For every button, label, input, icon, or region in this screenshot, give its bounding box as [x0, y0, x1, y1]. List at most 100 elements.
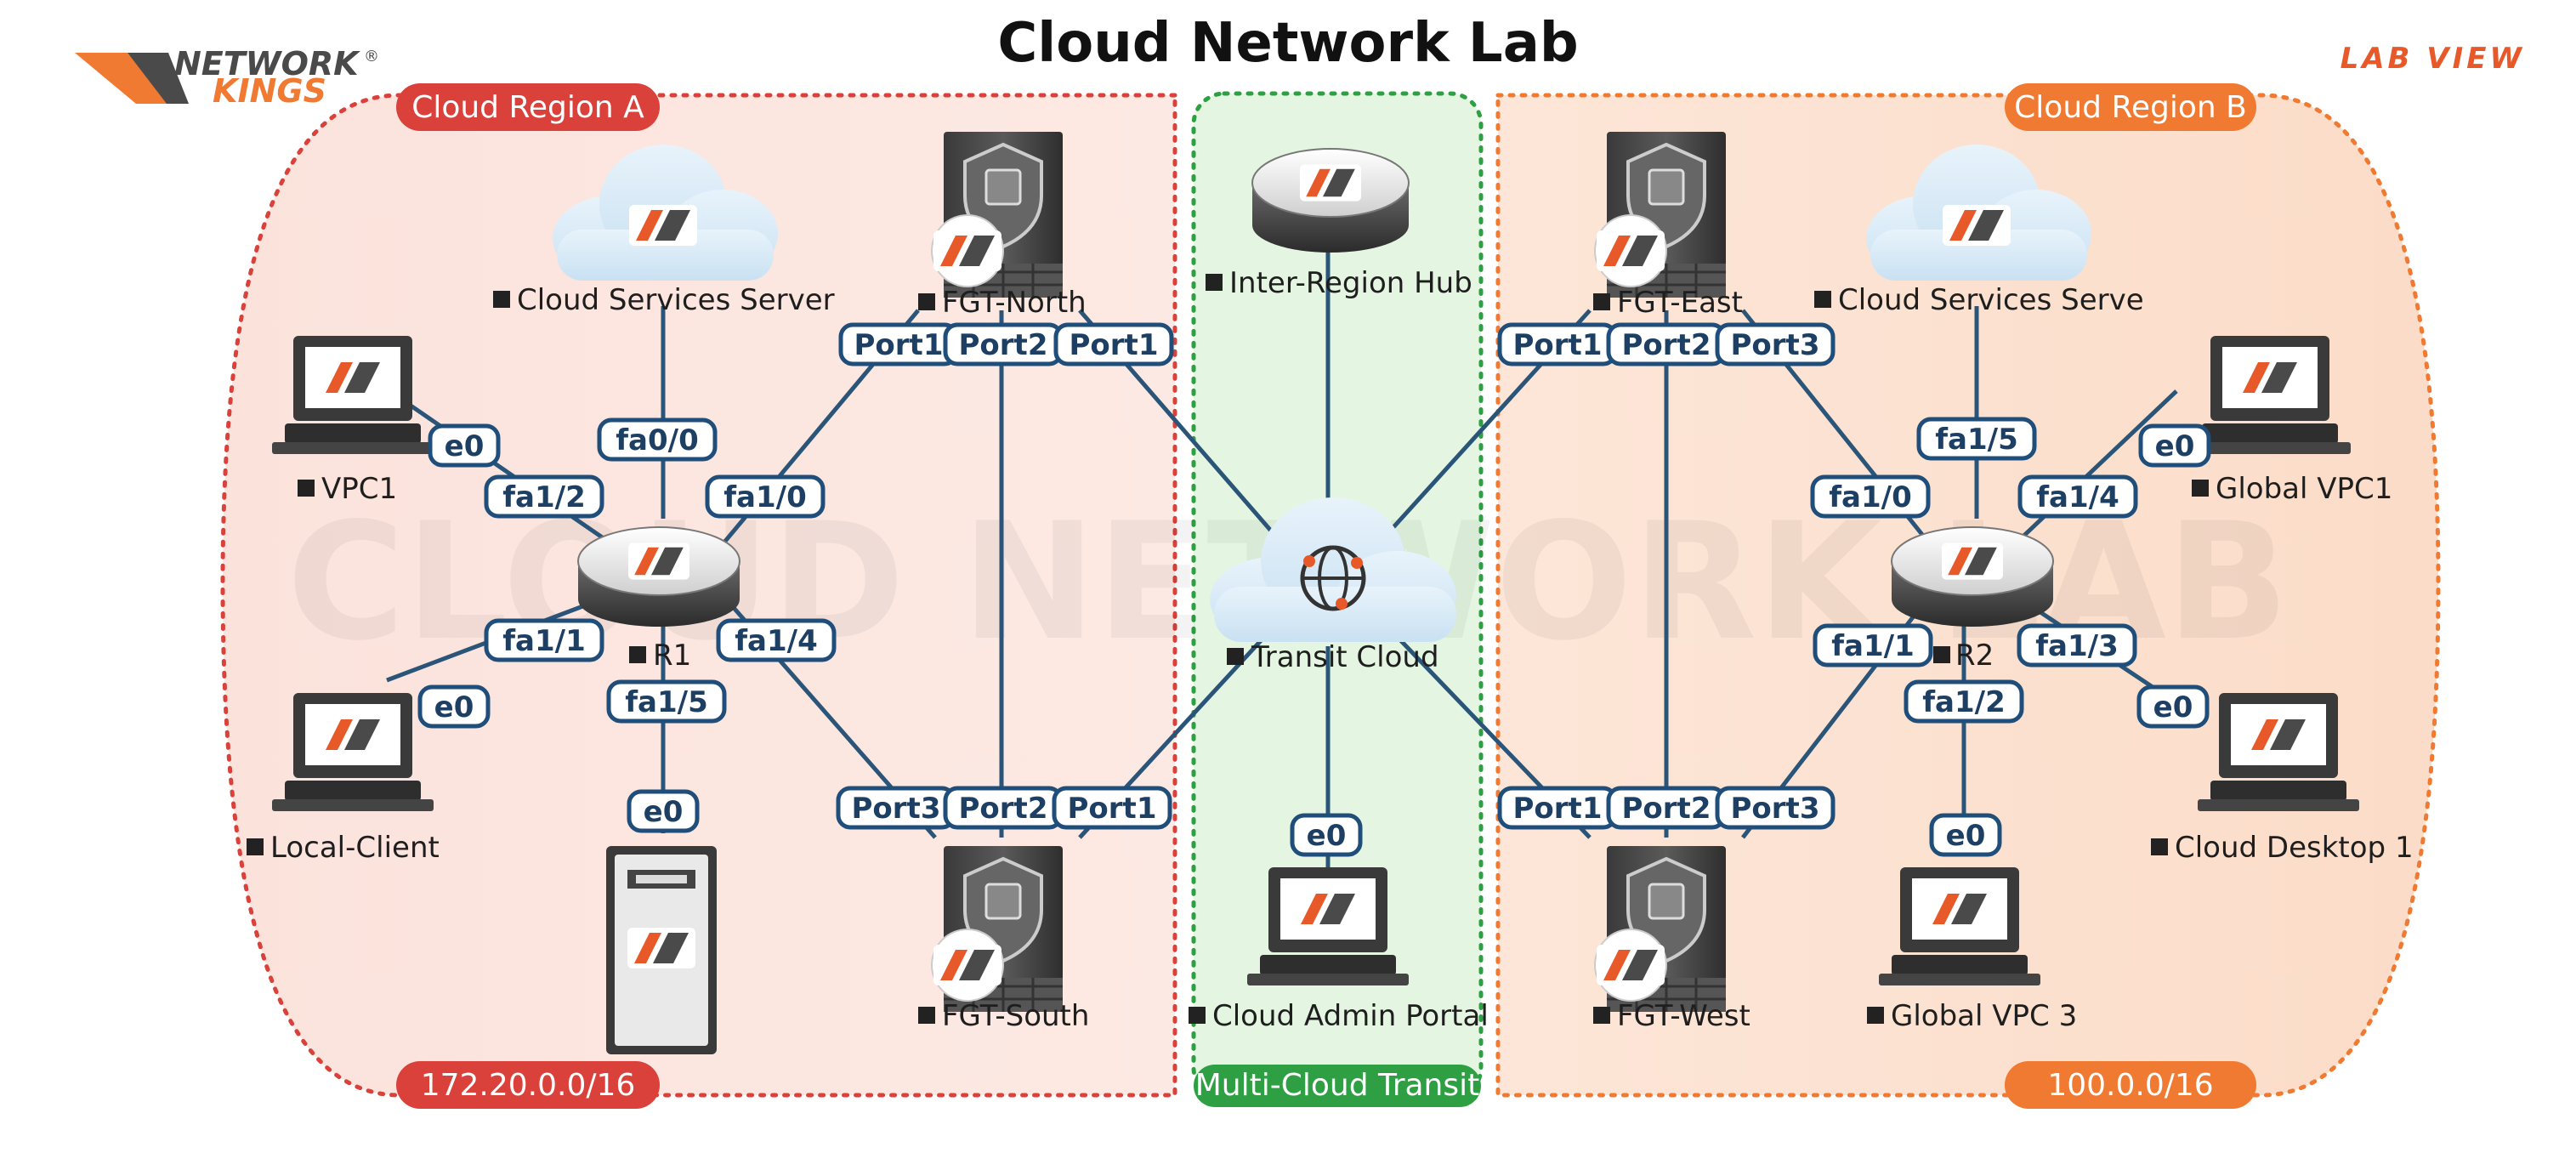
svg-text:Multi-Cloud Transit: Multi-Cloud Transit: [1195, 1068, 1480, 1103]
local-client-label: Local-Client: [270, 831, 440, 865]
fgt-west-firewall[interactable]: [1594, 846, 1726, 1012]
cloud-icon: [553, 145, 778, 281]
router-icon: [577, 526, 740, 627]
cloud-desktop-1-label: Cloud Desktop 1: [2175, 831, 2414, 865]
global-vpc1-device[interactable]: [2189, 336, 2351, 454]
vpc1-label: VPC1: [321, 472, 397, 506]
fgt-east-label: FGT-East: [1617, 286, 1743, 320]
port-labels: e0fa1/2fa0/0fa1/0fa1/1e0fa1/4fa1/5e0Port…: [417, 322, 2211, 857]
svg-text:fa1/5: fa1/5: [1935, 423, 2017, 457]
fgt-south-label: FGT-South: [942, 999, 1089, 1033]
computer-icon: [2198, 693, 2359, 811]
brand-trademark: ®: [364, 48, 379, 65]
brand-logo: NETWORK KINGS ®: [75, 45, 379, 110]
cloud-desktop-1-device[interactable]: [2198, 693, 2359, 811]
transit-badge: Multi-Cloud Transit: [1194, 1065, 1481, 1107]
port-label-d1-e0: e0: [2136, 684, 2210, 729]
svg-text:fa1/4: fa1/4: [2036, 480, 2119, 514]
global-vpc3-device[interactable]: [1879, 867, 2040, 985]
computer-icon: [272, 336, 434, 454]
svg-text:fa1/0: fa1/0: [1829, 480, 1911, 514]
port-label-srv-e0: e0: [627, 789, 700, 833]
svg-text:fa1/2: fa1/2: [502, 480, 585, 514]
svg-text:fa1/3: fa1/3: [2035, 629, 2118, 663]
region-a-subnet-badge: 172.20.0.0/16: [396, 1061, 660, 1109]
port-label-e-p1: Port1: [1497, 322, 1618, 366]
server-tower-device[interactable]: [606, 846, 717, 1054]
svg-text:Port1: Port1: [1513, 792, 1603, 826]
fgt-south-firewall[interactable]: [931, 846, 1063, 1012]
region-b-subnet-badge: 100.0.0/16: [2005, 1061, 2256, 1109]
svg-text:Port3: Port3: [852, 792, 941, 826]
fgt-west-label: FGT-West: [1617, 999, 1750, 1033]
local-client-device[interactable]: [272, 693, 434, 811]
inter-region-hub[interactable]: [1251, 148, 1410, 253]
page-title: Cloud Network Lab: [997, 12, 1578, 75]
svg-text:e0: e0: [1307, 819, 1347, 853]
svg-text:e0: e0: [445, 429, 485, 463]
port-label-r1-fa14: fa1/4: [716, 618, 837, 662]
server-icon: [606, 846, 717, 1054]
svg-text:fa1/5: fa1/5: [625, 685, 707, 719]
svg-text:Port1: Port1: [1068, 792, 1157, 826]
svg-text:e0: e0: [1946, 819, 1986, 853]
port-label-e-p3: Port3: [1715, 322, 1836, 366]
port-label-w-p2: Port2: [1606, 786, 1727, 830]
svg-text:fa1/1: fa1/1: [1831, 629, 1914, 663]
port-label-r1-fa10: fa1/0: [705, 474, 826, 519]
global-vpc3-label: Global VPC 3: [1891, 999, 2077, 1033]
svg-text:fa0/0: fa0/0: [616, 423, 698, 457]
port-label-n-p2: Port2: [943, 322, 1064, 366]
port-label-adm-e0: e0: [1290, 813, 1363, 857]
fgt-north-firewall[interactable]: [931, 132, 1063, 298]
r1-router[interactable]: [577, 526, 740, 627]
computer-icon: [272, 693, 434, 811]
cloud-services-server-b-label: Cloud Services Serve: [1838, 283, 2144, 317]
cloud-services-server-a[interactable]: [553, 145, 778, 281]
svg-text:Port3: Port3: [1731, 792, 1820, 826]
transit-cloud[interactable]: [1210, 497, 1456, 642]
cloud-icon: [1866, 145, 2091, 281]
svg-text:172.20.0.0/16: 172.20.0.0/16: [421, 1068, 636, 1103]
brand-line2: KINGS: [213, 72, 326, 110]
svg-text:Cloud Region B: Cloud Region B: [2014, 90, 2247, 125]
svg-text:Port3: Port3: [1731, 328, 1820, 362]
firewall-icon: [1594, 132, 1726, 298]
brand-line1: NETWORK: [174, 45, 360, 82]
svg-text:Port2: Port2: [959, 792, 1048, 826]
port-label-r2-fa14: fa1/4: [2017, 474, 2138, 519]
port-label-w-p3: Port3: [1715, 786, 1836, 830]
svg-text:fa1/4: fa1/4: [735, 624, 817, 658]
fgt-east-firewall[interactable]: [1594, 132, 1726, 298]
router-icon: [1891, 526, 2054, 627]
cloud-services-server-b[interactable]: [1866, 145, 2091, 281]
svg-text:100.0.0/16: 100.0.0/16: [2047, 1068, 2213, 1103]
region-b-badge: Cloud Region B: [2005, 83, 2256, 131]
port-label-r2-fa10: fa1/0: [1810, 474, 1931, 519]
port-label-r2-fa12: fa1/2: [1904, 679, 2024, 724]
port-label-n-p1a: Port1: [838, 322, 959, 366]
r2-router[interactable]: [1891, 526, 2054, 627]
port-label-e-p2: Port2: [1606, 322, 1727, 366]
port-label-g3-e0: e0: [1929, 813, 2002, 857]
r1-label: R1: [653, 639, 691, 673]
port-label-r1-fa11: fa1/1: [484, 618, 604, 662]
svg-text:fa1/0: fa1/0: [723, 480, 806, 514]
vpc1-device[interactable]: [272, 336, 434, 454]
cloud-admin-portal-label: Cloud Admin Portal: [1212, 999, 1489, 1033]
port-label-s-p2: Port2: [943, 786, 1064, 830]
svg-text:Port1: Port1: [1070, 328, 1159, 362]
port-label-vpc1-e0: e0: [428, 423, 501, 468]
svg-text:Port1: Port1: [854, 328, 944, 362]
port-label-r2-fa15: fa1/5: [1916, 417, 2037, 461]
firewall-icon: [1594, 846, 1726, 1012]
cloud-admin-portal[interactable]: [1247, 867, 1409, 985]
port-label-g1-e0: e0: [2138, 423, 2211, 468]
port-label-css-fa00: fa0/0: [597, 417, 718, 462]
port-label-n-p1b: Port1: [1053, 322, 1174, 366]
firewall-icon: [931, 846, 1063, 1012]
region-a-badge: Cloud Region A: [396, 83, 660, 131]
svg-text:e0: e0: [2153, 690, 2193, 724]
svg-text:fa1/1: fa1/1: [502, 624, 585, 658]
